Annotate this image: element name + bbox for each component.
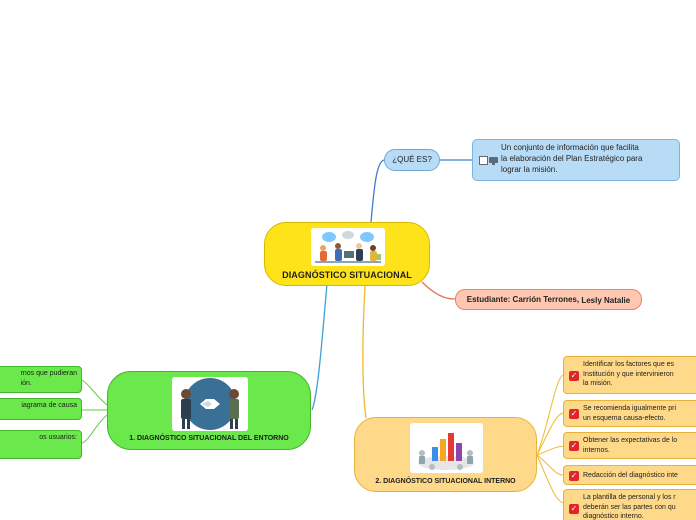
leaf-line: un esquema causa-efecto.	[583, 414, 666, 422]
interno-leaf-5[interactable]: ✓ La plantilla de personal y los r deber…	[563, 489, 696, 520]
student-label-main: Estudiante: Carrión Terrones,	[466, 295, 580, 304]
description-line: la elaboración del Plan Estratégico para	[501, 154, 643, 163]
link-entorno-leaf-3	[81, 414, 108, 444]
description-line: lograr la misión.	[501, 165, 558, 174]
entorno-leaf-1[interactable]: rnos que pudieran ión.	[0, 366, 82, 393]
diagnostico-interno-topic[interactable]: 2. DIAGNÓSTICO SITUACIONAL INTERNO	[354, 417, 537, 492]
interno-leaf-1[interactable]: ✓ Identificar los factores que es Instit…	[563, 356, 696, 394]
student-topic[interactable]: Estudiante: Carrión Terrones, Lesly Nata…	[455, 289, 642, 310]
leaf-text: Obtener las expectativas de lo internos.	[583, 436, 677, 455]
entorno-leaf-2[interactable]: iagrama de causa	[0, 398, 82, 420]
teamwork-illustration-icon	[311, 228, 385, 266]
red-checkbox-icon[interactable]: ✓	[569, 504, 579, 514]
link-interno-leaf-2	[536, 412, 564, 456]
leaf-line: Redacción del diagnóstico inte	[583, 472, 678, 479]
monitor-icon	[489, 157, 498, 165]
interno-leaf-4[interactable]: ✓ Redacción del diagnóstico inte	[563, 465, 696, 485]
link-interno	[362, 285, 367, 419]
link-interno-leaf-1	[536, 374, 564, 456]
red-checkbox-icon[interactable]: ✓	[569, 371, 579, 381]
bar-chart-team-illustration-icon	[410, 423, 483, 473]
description-line: Un conjunto de información que facilita	[501, 143, 639, 152]
diagnostico-entorno-title: 1. DIAGNÓSTICO SITUACIONAL DEL ENTORNO	[129, 435, 289, 442]
leaf-line: la misión.	[583, 380, 613, 387]
red-checkbox-icon[interactable]: ✓	[569, 409, 579, 419]
link-entorno	[311, 283, 328, 411]
leaf-line: deberán ser las partes con qu	[583, 503, 676, 511]
leaf-line: iagrama de causa	[21, 402, 77, 409]
handshake-illustration-icon	[172, 377, 248, 431]
leaf-text: Redacción del diagnóstico inte	[583, 471, 678, 481]
interno-leaf-3[interactable]: ✓ Obtener las expectativas de lo interno…	[563, 432, 696, 459]
que-es-description[interactable]: Un conjunto de información que facilita …	[472, 139, 680, 181]
central-topic-title: DIAGNÓSTICO SITUACIONAL	[282, 270, 412, 280]
diagnostico-entorno-topic[interactable]: 1. DIAGNÓSTICO SITUACIONAL DEL ENTORNO	[107, 371, 311, 450]
link-entorno-leaf-1	[81, 379, 108, 406]
red-checkbox-icon[interactable]: ✓	[569, 471, 579, 481]
leaf-text: Identificar los factores que es Instituc…	[583, 360, 674, 389]
leaf-line: Identificar los factores que es	[583, 361, 675, 368]
leaf-line: Obtener las expectativas de lo	[583, 437, 678, 444]
interno-leaf-2[interactable]: ✓ Se recomienda igualmente pri un esquem…	[563, 400, 696, 427]
leaf-line: La plantilla de personal y los r	[583, 494, 676, 501]
link-interno-leaf-5	[536, 454, 564, 504]
link-que	[370, 159, 385, 223]
link-interno-leaf-3	[536, 445, 564, 456]
link-student	[421, 281, 456, 300]
diagnostico-interno-title: 2. DIAGNÓSTICO SITUACIONAL INTERNO	[375, 478, 516, 485]
leaf-line: ión.	[20, 380, 32, 387]
leaf-text: La plantilla de personal y los r deberán…	[583, 493, 676, 520]
que-es-topic[interactable]: ¿QUÉ ES?	[384, 149, 440, 171]
leaf-line: diagnóstico interno.	[583, 513, 644, 520]
entorno-leaf-3[interactable]: os usuarios:	[0, 430, 82, 459]
leaf-line: Se recomienda igualmente pri	[583, 405, 676, 412]
link-interno-leaf-4	[536, 454, 564, 476]
leaf-line: os usuarios:	[39, 434, 77, 441]
leaf-line: internos.	[583, 446, 610, 454]
central-topic[interactable]: DIAGNÓSTICO SITUACIONAL	[264, 222, 430, 286]
leaf-line: rnos que pudieran	[20, 370, 77, 377]
student-label-last: Lesly Natalie	[579, 296, 631, 305]
red-checkbox-icon[interactable]: ✓	[569, 441, 579, 451]
que-es-description-text: Un conjunto de información que facilita …	[501, 142, 677, 175]
checkbox-icon[interactable]	[479, 156, 488, 165]
leaf-text: Se recomienda igualmente pri un esquema …	[583, 404, 676, 423]
leaf-line: Institución y que intervinieron	[583, 370, 674, 378]
